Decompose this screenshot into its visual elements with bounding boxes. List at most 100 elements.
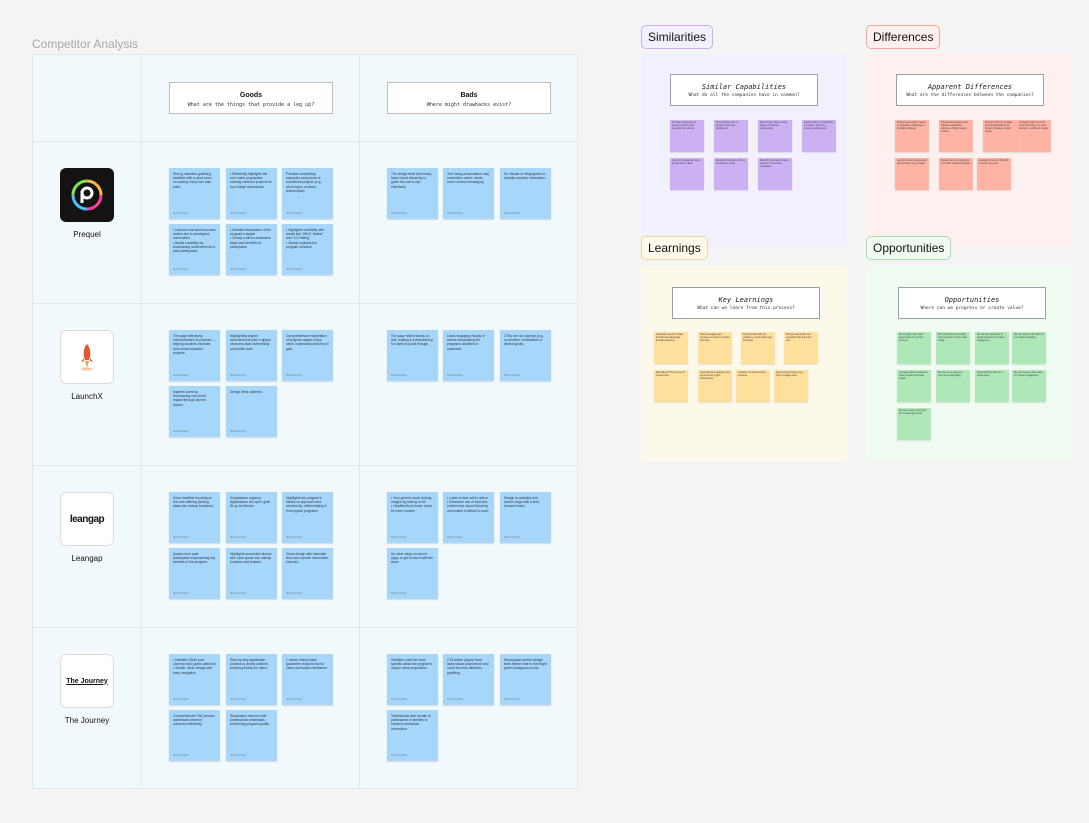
sticky-note[interactable]: • Highlights credibility with media like… bbox=[282, 224, 333, 275]
sticky-note[interactable]: • Very generic stock looking images eg h… bbox=[387, 492, 438, 543]
sticky-note[interactable]: We can improve the clarity of our visual… bbox=[1012, 332, 1046, 364]
frame-header-similarities: Similar Capabilities What do all the com… bbox=[670, 74, 818, 106]
sticky-note[interactable]: Showcases mentors with professional cred… bbox=[226, 710, 277, 761]
note-text: • Highlights credibility with media like… bbox=[286, 228, 324, 249]
sticky-note[interactable]: • Headline (Start your Journey now) grab… bbox=[169, 654, 220, 705]
note-author: Mehul Chopra bbox=[286, 373, 302, 377]
sticky-note[interactable]: Leangap's Journey offer both a strong te… bbox=[977, 158, 1011, 190]
sticky-note[interactable]: Testimonials lack visuals of participant… bbox=[387, 710, 438, 761]
note-text: CTA button (Apply Now) lacks visual prom… bbox=[447, 658, 489, 675]
sticky-note[interactable]: • Includes real-world success stories du… bbox=[169, 224, 220, 275]
sticky-note[interactable]: 1 month money-back guarantee reduces ris… bbox=[282, 654, 333, 705]
sticky-note[interactable]: Leangap's offer is a much more distincti… bbox=[1017, 120, 1051, 152]
sticky-note[interactable]: Highlighting alumni achievements (like i… bbox=[226, 330, 277, 381]
sticky-note[interactable]: Provides compelling examples and proofs … bbox=[282, 168, 333, 219]
note-author: Mehul Chopra bbox=[391, 697, 407, 701]
sticky-note[interactable]: We can use interactive & visual elements… bbox=[975, 332, 1009, 364]
launchx-logo bbox=[60, 330, 114, 384]
note-author: Mehul Chopra bbox=[286, 267, 302, 271]
sticky-note[interactable]: Comprehensive explanation of program sta… bbox=[282, 330, 333, 381]
note-author: Mehul Chopra bbox=[286, 697, 302, 701]
sticky-note[interactable]: Headline could be more specific about th… bbox=[387, 654, 438, 705]
sticky-note[interactable]: • Effectively highlights the core value … bbox=[226, 168, 277, 219]
sticky-note[interactable]: • Lacks a clear call to action • Excessi… bbox=[443, 492, 494, 543]
note-author: Mehul Chopra bbox=[286, 535, 302, 539]
frame-tab-differences[interactable]: Differences bbox=[866, 25, 941, 49]
frame-tab-learnings[interactable]: Learnings bbox=[641, 236, 708, 260]
note-author: Mehul Chopra bbox=[391, 535, 407, 539]
sticky-note[interactable]: Good layouts to display a key element be… bbox=[698, 370, 732, 402]
sticky-note[interactable]: Prequel's client is a pocket-proportiona… bbox=[983, 120, 1017, 152]
sticky-note[interactable]: Text heavy presentation may overwhelm us… bbox=[443, 168, 494, 219]
note-text: • Includes real-world success stories du… bbox=[173, 228, 216, 254]
sticky-note[interactable]: Mentorship program offers a result-drive… bbox=[714, 158, 748, 190]
frame-tab-opportunities[interactable]: Opportunities bbox=[866, 236, 952, 260]
sticky-note[interactable]: Each of them offers a wide variety of fi… bbox=[758, 120, 792, 152]
sticky-note[interactable]: Clean design with essential links and co… bbox=[282, 548, 333, 599]
sticky-note[interactable]: Prequel has a highly interest a competit… bbox=[895, 120, 929, 152]
sticky-note[interactable]: No clear steps on how to apply or get in… bbox=[387, 548, 438, 599]
sticky-note[interactable]: Leadership needs to share its distinctiv… bbox=[654, 332, 688, 364]
sticky-note[interactable]: Lacks engaging visuals or videos showcas… bbox=[443, 330, 494, 381]
sticky-note[interactable]: Strong social proof is an essential hook… bbox=[784, 332, 818, 364]
sticky-note[interactable]: Well placed CTAs are key for a better pl… bbox=[654, 370, 688, 402]
sticky-note[interactable]: Strong visuals help the visuals in a muc… bbox=[741, 332, 775, 364]
sticky-note[interactable]: We can use a system to improve overall q… bbox=[936, 370, 970, 402]
sticky-note[interactable]: Prequel has designed and trained a stand… bbox=[939, 120, 973, 152]
rocket-icon bbox=[81, 344, 93, 371]
note-author: Mehul Chopra bbox=[391, 591, 407, 595]
note-author: Mehul Chopra bbox=[391, 373, 407, 377]
sticky-note[interactable]: Clear headline focusing on the core offe… bbox=[169, 492, 220, 543]
sticky-note[interactable]: Prequel has very significant proof offer… bbox=[939, 158, 973, 190]
note-author: Mehul Chopra bbox=[447, 697, 463, 701]
sticky-note[interactable]: Monospace section design feels thinner d… bbox=[500, 654, 551, 705]
sticky-note[interactable]: Another offer in a minimal for a program… bbox=[802, 120, 836, 152]
column-subtitle: What are the things that provide a leg u… bbox=[187, 102, 315, 108]
sticky-note[interactable]: Clear journeys helps a key hub to engage… bbox=[774, 370, 808, 402]
note-author: Mehul Chopra bbox=[286, 591, 302, 595]
sticky-note[interactable]: Strong, attention-grabbing headline with… bbox=[169, 168, 220, 219]
sticky-note[interactable]: Step-by-step application process is clea… bbox=[226, 654, 277, 705]
sticky-note[interactable]: Highlights successful alumni who have gr… bbox=[226, 548, 277, 599]
sticky-note[interactable]: The page relies heavily on text, making … bbox=[387, 330, 438, 381]
sticky-note[interactable]: Streamline the offer for a better target bbox=[975, 370, 1009, 402]
leangap-logo-text: leangap bbox=[69, 513, 105, 525]
sticky-note[interactable]: Leverage data to measure a better progra… bbox=[897, 370, 931, 402]
sticky-note[interactable]: We can create a clear plan for a meaning… bbox=[897, 408, 931, 440]
sticky-note[interactable]: We can improve the quality of the visual… bbox=[936, 332, 970, 364]
sticky-note[interactable]: Highlights the program's hands-on approa… bbox=[282, 492, 333, 543]
note-author: Mehul Chopra bbox=[230, 591, 246, 595]
sticky-note[interactable]: Focus on unique learning & growth-driven… bbox=[670, 158, 704, 190]
sticky-note[interactable]: All three companies are actively investi… bbox=[670, 120, 704, 152]
sticky-note[interactable]: Many of them assume value to launch or g… bbox=[758, 158, 792, 190]
note-text: Provides compelling examples and proofs … bbox=[286, 172, 323, 193]
sticky-note[interactable]: Design is outdated and doesn't align wit… bbox=[500, 492, 551, 543]
note-text: Highlights successful alumni who have gr… bbox=[230, 552, 272, 565]
frame-tab-similarities[interactable]: Similarities bbox=[641, 25, 714, 49]
sticky-note[interactable]: Comprehensive FAQ section addresses comm… bbox=[169, 710, 220, 761]
sticky-note[interactable]: Design feels cluttered.Mehul Chopra bbox=[226, 386, 277, 437]
frame-header-subtitle: What can we learn from this process? bbox=[697, 306, 795, 311]
sticky-note[interactable]: CTAs are not urgency (e.g., no timeline … bbox=[500, 330, 551, 381]
sticky-note[interactable]: A balance of visual and text elements bbox=[736, 370, 770, 402]
note-text: The page effectively communicates its pu… bbox=[173, 334, 216, 355]
sticky-note[interactable]: The page effectively communicates its pu… bbox=[169, 330, 220, 381]
note-text: Quotes from past participants emphasizin… bbox=[173, 552, 216, 565]
sticky-note[interactable]: The design feels text heavy, lacks visua… bbox=[387, 168, 438, 219]
sticky-note[interactable]: LaunchX has an independent plan to build… bbox=[895, 158, 929, 190]
sticky-note[interactable]: CTA button (Apply Now) lacks visual prom… bbox=[443, 654, 494, 705]
sticky-note[interactable]: We can create a clear value for a better… bbox=[1012, 370, 1046, 402]
sticky-note[interactable]: All companies offer a program that helps… bbox=[714, 120, 748, 152]
sticky-note[interactable]: • Detailed explanation of the program's … bbox=[226, 224, 277, 275]
board-title: Competitor Analysis bbox=[32, 37, 139, 51]
sticky-note[interactable]: Quotes from past participants emphasizin… bbox=[169, 548, 220, 599]
sticky-note[interactable]: Clear messaging can increase our value t… bbox=[698, 332, 732, 364]
sticky-note[interactable]: No visuals or infographics to simplify c… bbox=[500, 168, 551, 219]
sticky-note[interactable]: Inspires users by showcasing real-world … bbox=[169, 386, 220, 437]
sticky-note[interactable]: We can give more clear visual value for … bbox=[897, 332, 931, 364]
sticky-note[interactable]: Emphasizes urgency. Applications are ope… bbox=[226, 492, 277, 543]
column-title: Bads bbox=[460, 92, 478, 99]
note-text: Highlighting alumni achievements (like i… bbox=[230, 334, 271, 351]
note-text: Headline could be more specific about th… bbox=[391, 658, 433, 671]
note-text: The page relies heavily on text, making … bbox=[391, 334, 433, 347]
